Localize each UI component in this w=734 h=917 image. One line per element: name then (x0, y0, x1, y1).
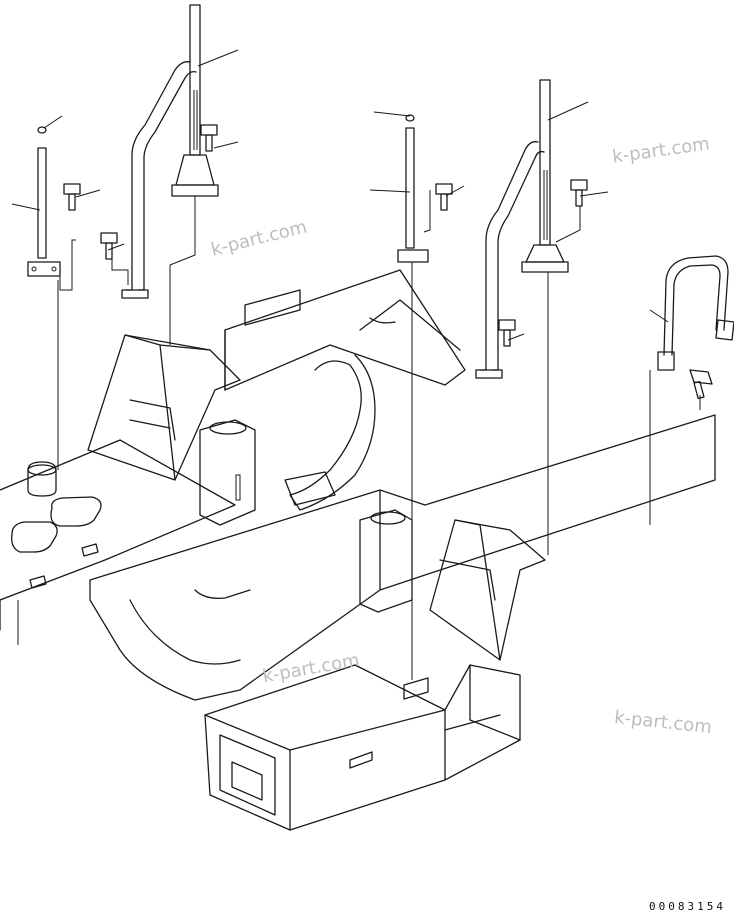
drawing-code: 00083154 (649, 900, 726, 913)
left-grab-handrail (121, 61, 197, 299)
bolt-group-left (63, 124, 218, 260)
bolt-group-right (435, 179, 713, 400)
right-u-handle (657, 255, 734, 371)
left-short-post (27, 126, 61, 277)
left-tall-pole (171, 4, 219, 197)
frame-structure (0, 269, 716, 831)
right-tall-pole (521, 79, 569, 273)
leader-lines (11, 49, 701, 680)
right-short-post (397, 114, 429, 263)
